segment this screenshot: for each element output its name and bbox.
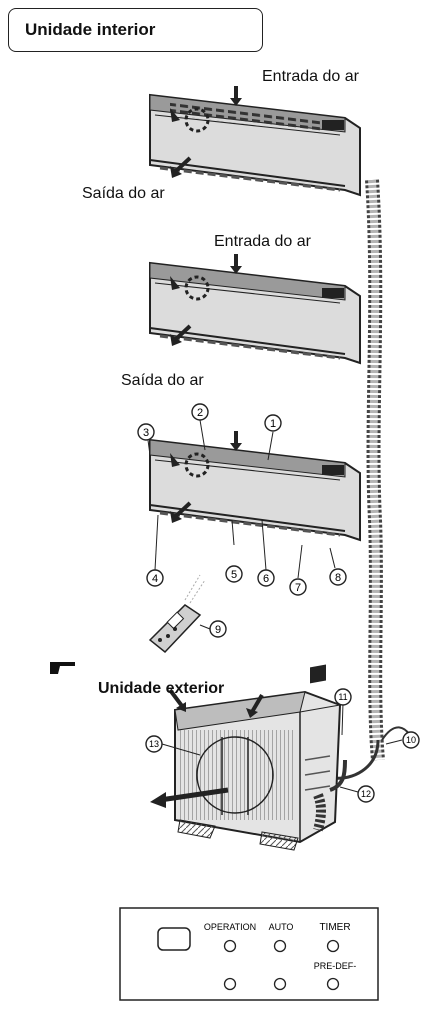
- panel-label-auto: AUTO: [269, 922, 294, 932]
- callout-5: [225, 565, 243, 583]
- outdoor-unit: [150, 664, 347, 851]
- indoor-unit-1: [149, 86, 361, 197]
- indicator-panel: OPERATION AUTO TIMER PRE-DEF-: [119, 907, 379, 1001]
- air-inlet-label-2: Entrada do ar: [214, 233, 311, 250]
- outdoor-unit-label: Unidade exterior: [98, 680, 225, 697]
- callout-1-text: 1: [270, 418, 276, 430]
- callout-8-text: 8: [335, 572, 341, 584]
- callout-12: [357, 785, 375, 803]
- page-title: Unidade interior: [25, 20, 156, 39]
- indoor-unit-3: [149, 431, 361, 542]
- callout-12-text: 12: [361, 789, 371, 799]
- callout-10-text: 10: [406, 735, 416, 745]
- indoor-unit-2: [149, 254, 361, 365]
- air-outlet-label-1: Saída do ar: [82, 185, 165, 202]
- refrigerant-pipe: [334, 179, 411, 780]
- callout-13-text: 13: [149, 739, 159, 749]
- outdoor-callout-leaders: [161, 702, 403, 793]
- air-outlet-label-2: Saída do ar: [121, 372, 204, 389]
- callout-4: [146, 569, 164, 587]
- callout-10: [402, 731, 420, 749]
- callout-11: [334, 688, 352, 706]
- callout-5-text: 5: [231, 569, 237, 581]
- pointing-hand-icon: [50, 662, 75, 674]
- callout-9-text: 9: [215, 624, 221, 636]
- callout-3: [137, 423, 155, 441]
- callout-13: [145, 735, 163, 753]
- title-box: Unidade interior: [8, 8, 263, 52]
- callout-6-text: 6: [263, 573, 269, 585]
- callout-7-text: 7: [295, 582, 301, 594]
- callout-11-text: 11: [338, 692, 347, 702]
- callout-4-text: 4: [152, 573, 158, 585]
- remote-control: [148, 574, 211, 654]
- callout-1: [264, 414, 282, 432]
- panel-label-timer: TIMER: [319, 922, 350, 933]
- callout-2: [191, 403, 209, 421]
- callout-6: [257, 569, 275, 587]
- indoor-callout-leaders: [147, 419, 336, 579]
- air-inlet-label-1: Entrada do ar: [262, 68, 359, 85]
- callout-2-text: 2: [197, 407, 203, 419]
- panel-label-predef: PRE-DEF-: [314, 961, 357, 971]
- callout-7: [289, 578, 307, 596]
- callout-3-text: 3: [143, 427, 149, 439]
- panel-label-operation: OPERATION: [204, 922, 256, 932]
- callout-8: [329, 568, 347, 586]
